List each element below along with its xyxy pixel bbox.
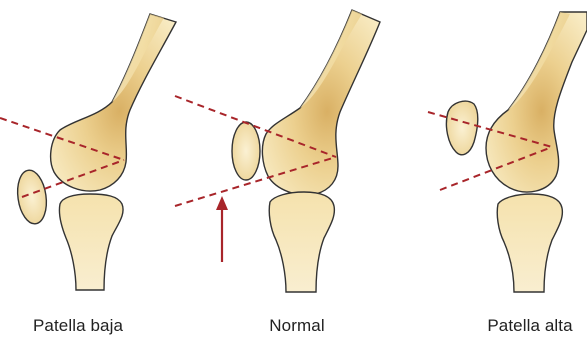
patella xyxy=(14,168,49,225)
femur xyxy=(486,12,587,192)
femur xyxy=(262,10,380,195)
tibia xyxy=(59,194,123,290)
patella xyxy=(446,101,477,155)
up-arrow xyxy=(216,196,228,262)
tibia xyxy=(497,194,562,292)
patella xyxy=(232,122,260,180)
tibia xyxy=(269,192,334,292)
panel-patella-baja xyxy=(0,14,176,290)
panel-normal xyxy=(175,10,380,292)
caption-patella-baja: Patella baja xyxy=(33,316,123,336)
caption-patella-alta: Patella alta xyxy=(487,316,572,336)
panel-patella-alta xyxy=(428,12,587,292)
caption-normal: Normal xyxy=(269,316,324,336)
